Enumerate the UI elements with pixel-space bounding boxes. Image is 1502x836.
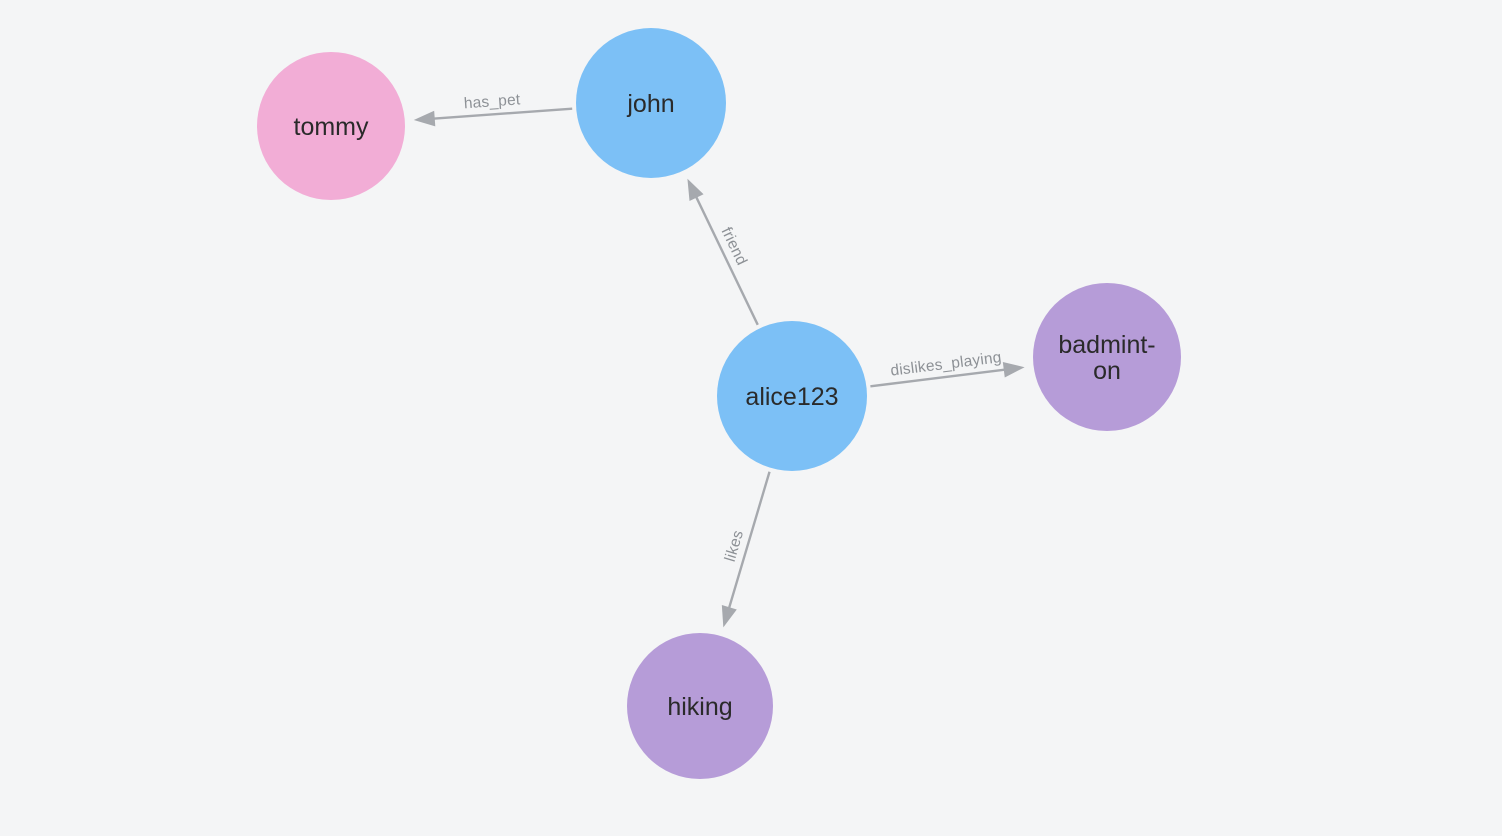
- edge-dislikes_playing[interactable]: dislikes_playing: [870, 349, 1025, 388]
- node-circle[interactable]: [257, 52, 405, 200]
- arrowhead-icon: [413, 110, 436, 127]
- node-label: badmint-on: [1058, 331, 1155, 385]
- node-badminton[interactable]: badmint-on: [1033, 283, 1181, 431]
- edge-line[interactable]: [870, 367, 1011, 388]
- node-alice123[interactable]: alice123: [717, 321, 867, 471]
- arrowhead-icon: [721, 605, 737, 628]
- node-circle[interactable]: [576, 28, 726, 178]
- edge-label[interactable]: dislikes_playing: [889, 349, 1002, 380]
- edge-label[interactable]: has_pet: [463, 91, 521, 112]
- edge-likes[interactable]: likes: [721, 471, 771, 628]
- edge-line[interactable]: [427, 107, 573, 121]
- node-john[interactable]: john: [576, 28, 726, 178]
- arrowhead-icon: [687, 178, 704, 201]
- edge-label[interactable]: friend: [718, 225, 751, 268]
- node-circle[interactable]: [1033, 283, 1181, 431]
- edge-line[interactable]: [692, 190, 759, 326]
- node-label: alice123: [745, 383, 838, 411]
- node-circle[interactable]: [627, 633, 773, 779]
- node-hiking[interactable]: hiking: [627, 633, 773, 779]
- node-label: tommy: [294, 113, 370, 141]
- node-circle[interactable]: [717, 321, 867, 471]
- edge-has_pet[interactable]: has_pet: [413, 91, 573, 127]
- arrowhead-icon: [1002, 362, 1025, 378]
- edge-line[interactable]: [726, 471, 771, 615]
- node-label: hiking: [667, 693, 732, 721]
- node-label: john: [626, 90, 674, 118]
- node-tommy[interactable]: tommy: [257, 52, 405, 200]
- edge-friend[interactable]: friend: [687, 178, 759, 326]
